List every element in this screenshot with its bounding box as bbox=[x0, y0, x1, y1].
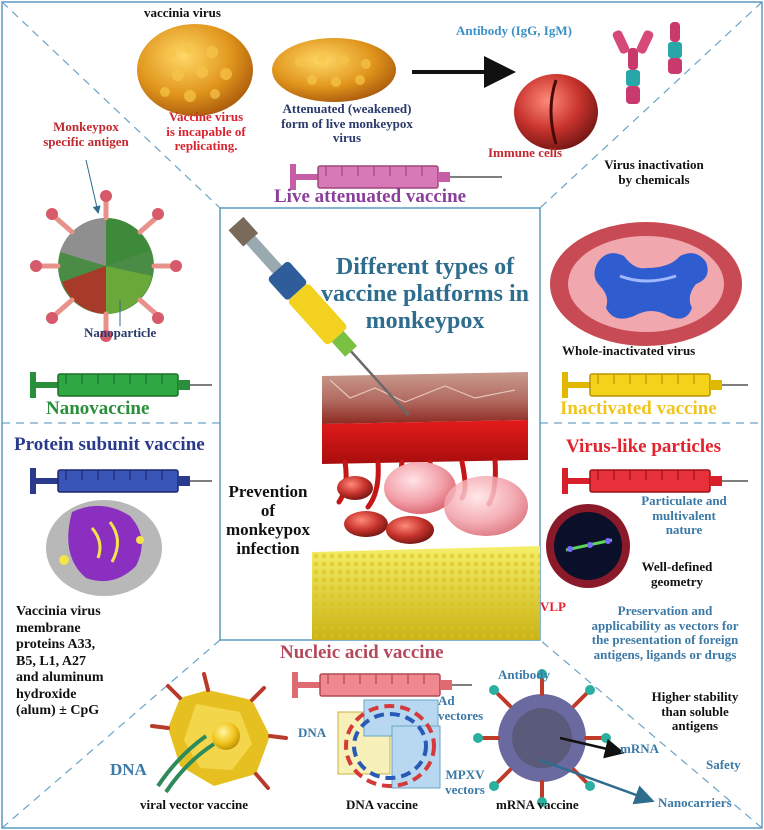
dna-viral-vector-label: DNA bbox=[110, 760, 147, 779]
nanocarriers-label: Nanocarriers bbox=[658, 795, 732, 810]
stability-label: Higher stability than soluble antigens bbox=[651, 689, 739, 734]
protein-structure-illustration bbox=[46, 500, 162, 596]
nucleic-acid-syringe-icon bbox=[292, 672, 472, 698]
center-syringe-illustration bbox=[228, 216, 410, 417]
protein-subunit-syringe-icon bbox=[30, 468, 212, 494]
vlp-title: Virus-like particles bbox=[566, 436, 721, 457]
viral-vector-illustration bbox=[150, 672, 288, 794]
attenuated-virus-illustration bbox=[272, 38, 396, 102]
protein-subunit-description: Vaccinia virus membrane proteins A33, B5… bbox=[16, 604, 104, 719]
vaccinia-virus-label: vaccinia virus bbox=[144, 5, 221, 20]
infected-cells-illustration bbox=[337, 462, 528, 544]
nanoparticle-label: Nanoparticle bbox=[84, 325, 157, 340]
antibody-illustration bbox=[612, 22, 682, 104]
viral-vector-vaccine-label: viral vector vaccine bbox=[140, 797, 249, 812]
dna-plasmid-label: DNA bbox=[298, 725, 327, 740]
prevention-label: Prevention of monkeypox infection bbox=[225, 482, 311, 559]
protein-subunit-vaccine-title: Protein subunit vaccine bbox=[14, 434, 205, 455]
safety-label: Safety bbox=[706, 757, 741, 772]
nanovaccine-syringe-icon bbox=[30, 372, 212, 398]
immune-cells-label: Immune cells bbox=[488, 145, 563, 160]
mpxv-vectors-label: MPXV vectors bbox=[445, 767, 485, 797]
dna-vaccine-illustration bbox=[337, 699, 441, 789]
ad-vectors-label: Ad vectores bbox=[438, 693, 484, 723]
mrna-vaccine-illustration bbox=[473, 669, 611, 807]
geometry-label: Well-defined geometry bbox=[641, 559, 713, 589]
center-title: Different types of vaccine platforms in … bbox=[321, 254, 529, 334]
live-attenuated-syringe-icon bbox=[290, 164, 502, 190]
live-attenuated-vaccine-title: Live attenuated vaccine bbox=[274, 186, 467, 207]
monkeypox-antigen-label: Monkeypox specific antigen bbox=[43, 119, 129, 149]
vaccine-virus-note: Vaccine virus is incapable of replicatin… bbox=[166, 109, 246, 154]
nanovaccine-title: Nanovaccine bbox=[46, 398, 150, 419]
vlp-label: VLP bbox=[540, 599, 566, 614]
particulate-label: Particulate and multivalent nature bbox=[641, 493, 727, 538]
mrna-label: mRNA bbox=[620, 741, 659, 756]
nucleic-acid-vaccine-title: Nucleic acid vaccine bbox=[280, 642, 444, 663]
inactivated-syringe-icon bbox=[562, 372, 748, 398]
nanoparticle-illustration bbox=[30, 190, 182, 342]
attenuated-form-note: Attenuated (weakened) form of live monke… bbox=[281, 101, 413, 146]
virus-inactivation-label: Virus inactivation by chemicals bbox=[604, 157, 704, 187]
tissue-layer-illustration bbox=[312, 546, 540, 640]
whole-inactivated-label: Whole-inactivated virus bbox=[562, 343, 696, 358]
vlp-syringe-icon bbox=[562, 468, 748, 494]
vaccinia-virus-illustration bbox=[137, 24, 253, 116]
vlp-particle-illustration bbox=[546, 504, 630, 588]
immune-cells-illustration bbox=[514, 74, 598, 150]
mrna-antibody-label: Antibody bbox=[498, 667, 551, 682]
preservation-label: Preservation and applicability as vector… bbox=[591, 603, 739, 662]
inactivated-virus-illustration bbox=[550, 222, 742, 346]
inactivated-vaccine-title: Inactivated vaccine bbox=[560, 398, 717, 419]
mrna-vaccine-label: mRNA vaccine bbox=[496, 797, 579, 812]
antibody-igg-igm-label: Antibody (IgG, IgM) bbox=[456, 23, 572, 38]
dna-vaccine-label: DNA vaccine bbox=[346, 797, 418, 812]
